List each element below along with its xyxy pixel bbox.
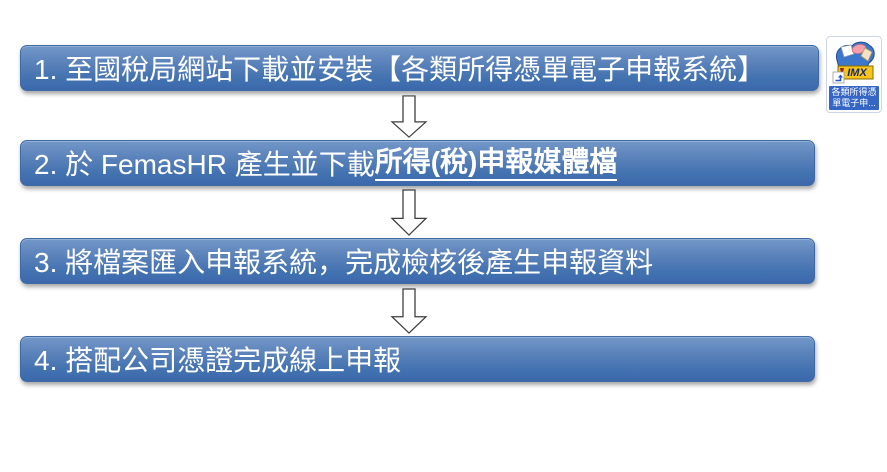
efiling-app-shortcut[interactable]: IMX 各類所得憑 單電子申...	[826, 36, 882, 113]
down-arrow-icon	[390, 288, 428, 334]
step-2-emphasis: 所得(稅)申報媒體檔	[374, 145, 618, 181]
step-4-label: 4. 搭配公司憑證完成線上申報	[34, 345, 402, 376]
svg-text:IMX: IMX	[847, 67, 867, 79]
imx-app-icon: IMX	[831, 39, 877, 85]
step-1-label: 1. 至國稅局網站下載並安裝【各類所得憑單電子申報系統】	[34, 54, 766, 85]
step-3-label: 3. 將檔案匯入申報系統，完成檢核後產生申報資料	[34, 247, 654, 278]
step-1-bar: 1. 至國稅局網站下載並安裝【各類所得憑單電子申報系統】	[20, 45, 819, 91]
step-4-bar: 4. 搭配公司憑證完成線上申報	[20, 336, 815, 382]
shortcut-caption-line1: 各類所得憑	[831, 87, 877, 97]
shortcut-caption: 各類所得憑 單電子申...	[829, 86, 879, 110]
step-3-bar: 3. 將檔案匯入申報系統，完成檢核後產生申報資料	[20, 238, 815, 284]
step-2-bar: 2. 於 FemasHR 產生並下載所得(稅)申報媒體檔	[20, 140, 815, 186]
shortcut-caption-line2: 單電子申...	[832, 98, 876, 108]
step-2-label: 2. 於 FemasHR 產生並下載	[34, 149, 375, 180]
shortcut-arrow-icon	[832, 71, 845, 84]
down-arrow-icon	[390, 189, 428, 236]
down-arrow-icon	[390, 95, 428, 138]
